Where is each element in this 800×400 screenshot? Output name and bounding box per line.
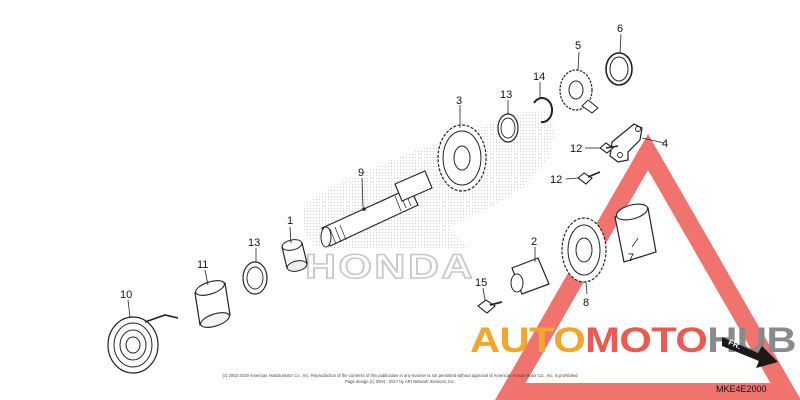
part-13b-thrust-washer[interactable]: [497, 113, 519, 143]
callouts: 1 2 3 4 5 6 7 8 9 10 11 12 12 13 13 14 1…: [120, 23, 668, 309]
callout-14[interactable]: 14: [533, 71, 545, 83]
callout-12b[interactable]: 12: [550, 174, 562, 186]
watermark-moto: MOTO: [585, 321, 707, 360]
callout-6[interactable]: 6: [617, 23, 623, 35]
part-5-ratchet[interactable]: [559, 69, 599, 114]
callout-10[interactable]: 10: [120, 289, 132, 301]
callout-3[interactable]: 3: [456, 95, 462, 107]
copyright-line-1: (c) 2002-2019 American Honda Motor Co., …: [223, 373, 579, 378]
part-7-sleeve[interactable]: [614, 201, 657, 263]
callout-13a[interactable]: 13: [248, 237, 260, 249]
honda-logo-text: HONDA: [305, 248, 475, 286]
part-6-ratchet-ring[interactable]: [605, 52, 633, 86]
part-14-snap-ring[interactable]: [533, 97, 554, 124]
part-11-sleeve[interactable]: [194, 278, 231, 331]
callout-1[interactable]: 1: [287, 215, 293, 227]
copyright-line-2: Page design (c) 2004 - 2017 by ARI Netwo…: [345, 379, 455, 384]
callout-12a[interactable]: 12: [570, 143, 582, 155]
watermark-auto: AUTO: [470, 321, 585, 360]
callout-13b[interactable]: 13: [500, 89, 512, 101]
part-10-coil-spring[interactable]: [107, 314, 179, 374]
leader-lines: [127, 33, 665, 318]
front-direction-arrow: FR.: [722, 337, 778, 368]
callout-8[interactable]: 8: [583, 297, 589, 309]
callout-11[interactable]: 11: [197, 259, 208, 271]
part-1-collar[interactable]: [281, 238, 308, 273]
part-8-kickstarter-gear[interactable]: [561, 217, 607, 283]
callout-9[interactable]: 9: [358, 167, 364, 179]
diagram-code: MKE4E2000: [716, 384, 767, 394]
part-9-kickstarter-spindle[interactable]: [320, 170, 433, 248]
callout-5[interactable]: 5: [575, 40, 581, 52]
callout-2[interactable]: 2: [531, 236, 537, 248]
part-2-collar[interactable]: [510, 257, 550, 295]
part-15-bolt[interactable]: [477, 299, 503, 314]
part-12a-bolt[interactable]: [599, 142, 619, 154]
callout-7[interactable]: 7: [628, 252, 634, 264]
callout-4[interactable]: 4: [662, 138, 668, 150]
part-3-idle-gear[interactable]: [437, 124, 487, 192]
part-13a-thrust-washer[interactable]: [242, 261, 268, 295]
callout-15[interactable]: 15: [475, 277, 487, 289]
part-4-ratchet-guide-plate[interactable]: [609, 123, 643, 163]
part-12b-bolt[interactable]: [577, 171, 601, 185]
